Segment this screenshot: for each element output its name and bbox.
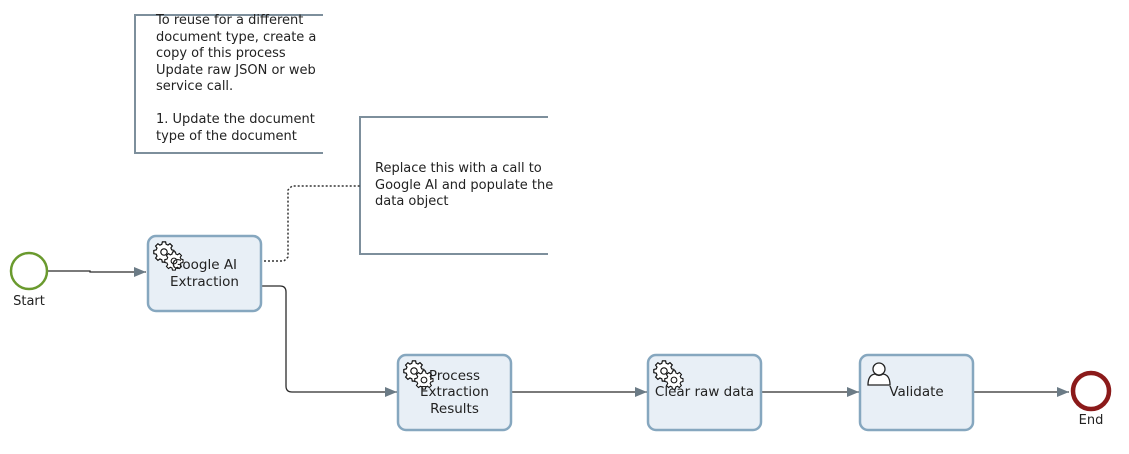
start-event[interactable]: [9, 251, 49, 291]
user-icon: [867, 362, 891, 386]
flow-start-to-google-ai[interactable]: [48, 267, 146, 277]
task-label-clear-raw-data: Clear raw data: [654, 384, 755, 401]
end-event-label: End: [1078, 413, 1104, 428]
start-event-label: Start: [13, 294, 45, 309]
task-validate[interactable]: [858, 353, 975, 432]
task-label-process-extraction-results: Process Extraction Results: [420, 367, 489, 417]
reuse-annotation-bracket[interactable]: [134, 14, 323, 154]
task-label-validate: Validate: [889, 384, 944, 401]
flow-google-ai-to-process[interactable]: [261, 285, 397, 397]
reuse-annotation-text: To reuse for a different document type, …: [156, 13, 317, 144]
end-event[interactable]: [1070, 370, 1112, 412]
annotation-association[interactable]: [260, 185, 360, 262]
replace-annotation-bracket[interactable]: [359, 116, 548, 255]
replace-annotation-text: Replace this with a call to Google AI an…: [375, 161, 554, 209]
task-label-google-ai-extraction: Google AI Extraction: [170, 257, 239, 290]
